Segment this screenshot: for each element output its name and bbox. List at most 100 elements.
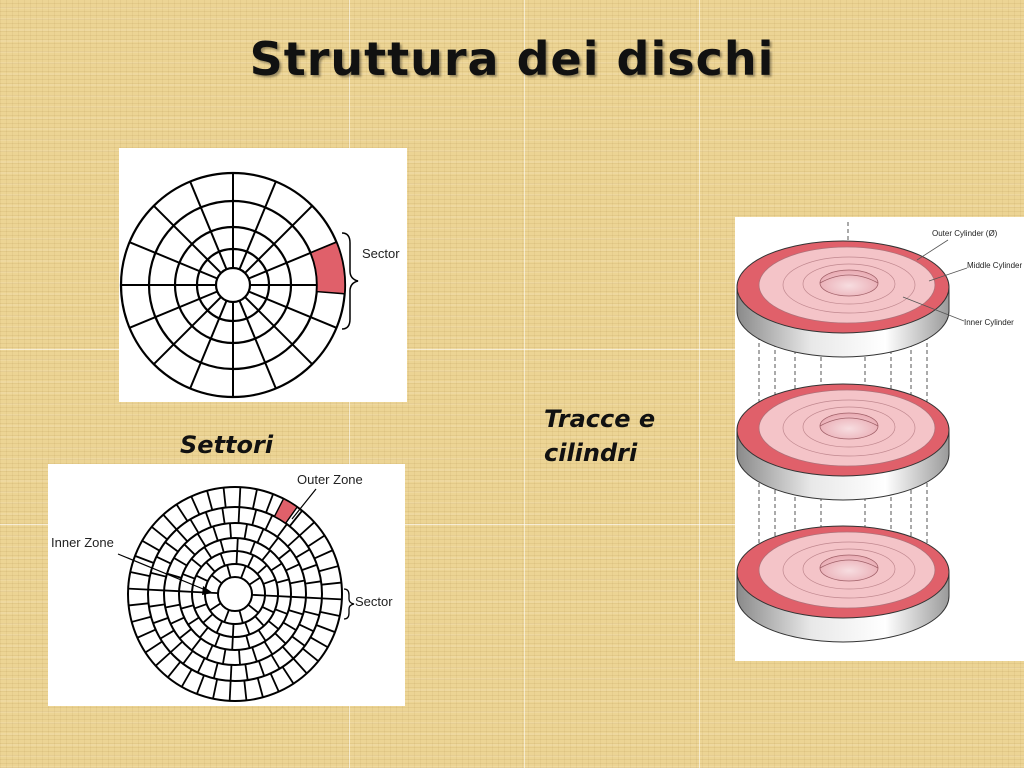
cylinders-diagram: Outer Cylinder (Ø) Middle Cylinder Inner… bbox=[735, 217, 1024, 661]
zone-sector-spoke bbox=[148, 588, 165, 592]
outer-zone-label: Outer Zone bbox=[297, 472, 363, 487]
zone-sector-brace bbox=[343, 588, 355, 620]
zone-sector-spoke bbox=[243, 680, 248, 701]
zone-sector-spoke bbox=[134, 555, 155, 564]
zone-sector-spoke bbox=[248, 576, 261, 586]
sectors-disk-svg: Sector bbox=[119, 171, 400, 399]
sector-spoke bbox=[238, 300, 277, 389]
outer-zone-sector bbox=[273, 497, 299, 525]
middle-track-ring bbox=[782, 399, 916, 457]
zone-sector-spoke bbox=[292, 657, 308, 674]
zone-sector-spoke bbox=[314, 549, 334, 560]
sector-brace bbox=[341, 232, 359, 330]
zone-sector-spoke bbox=[274, 608, 288, 615]
zone-sector-spoke bbox=[315, 624, 336, 633]
zone-sector-spoke bbox=[196, 533, 207, 547]
zone-sector-spoke bbox=[288, 510, 303, 527]
spindle-hole-rim bbox=[819, 274, 879, 284]
zone-sector-spoke bbox=[215, 620, 223, 634]
inner-track-ring bbox=[802, 406, 896, 448]
zone-sector-spoke bbox=[191, 637, 202, 651]
zone-sector-spoke bbox=[262, 578, 276, 585]
zone-sector-spoke bbox=[269, 673, 280, 693]
platter bbox=[736, 240, 950, 358]
zone-sector-spoke bbox=[190, 558, 203, 568]
zone-sector-spoke bbox=[285, 563, 300, 572]
zone-sector-spoke bbox=[238, 487, 242, 508]
inner-zone-arrow bbox=[202, 586, 213, 595]
sector-spoke bbox=[244, 296, 313, 365]
zone-sector-spoke bbox=[251, 593, 266, 597]
zone-sector-spoke bbox=[261, 606, 275, 614]
zone-sector-spoke bbox=[247, 603, 259, 614]
zone-sector-spoke bbox=[256, 677, 264, 698]
zone-sector-spoke bbox=[166, 572, 182, 579]
zone-sector-spoke bbox=[281, 646, 295, 660]
zone-sector-spoke bbox=[128, 587, 149, 591]
zone-sector-spoke bbox=[205, 561, 216, 573]
middle-cylinder-leader bbox=[928, 267, 968, 282]
zone-sector-spoke bbox=[298, 521, 315, 537]
grid-line bbox=[699, 0, 700, 768]
zone-sector-spoke bbox=[249, 541, 256, 555]
zone-sector-spoke bbox=[128, 602, 149, 607]
zone-sector-spoke bbox=[263, 641, 274, 655]
zone-sector-spoke bbox=[203, 546, 213, 559]
zone-sector-spoke bbox=[211, 574, 223, 585]
spindle-hole bbox=[819, 554, 879, 582]
zone-sector-spoke bbox=[175, 528, 189, 542]
zone-sector-spoke bbox=[155, 651, 172, 667]
zone-sector-spoke bbox=[318, 565, 339, 573]
zones-disk-svg: Outer Zone Inner Zone Sector bbox=[51, 472, 393, 702]
zone-sector-spoke bbox=[212, 662, 219, 679]
zone-sector-spoke bbox=[237, 507, 241, 524]
cylinders-svg: Outer Cylinder (Ø) Middle Cylinder Inner… bbox=[736, 222, 1022, 643]
zone-sector-spoke bbox=[301, 563, 318, 571]
zone-sector-spoke bbox=[189, 518, 200, 534]
zone-sector-spoke bbox=[205, 644, 214, 660]
zone-sector-spoke bbox=[251, 509, 258, 526]
sector-spoke bbox=[238, 181, 277, 270]
page-title: Struttura dei dischi bbox=[249, 32, 775, 86]
sectors-diagram: Sector bbox=[119, 148, 407, 402]
caption-tracks-line2: cilindri bbox=[544, 439, 638, 467]
zone-sector-spoke bbox=[244, 664, 249, 681]
zone-sector-spoke bbox=[305, 596, 322, 600]
sector-spoke bbox=[189, 300, 228, 389]
zone-sector-spoke bbox=[195, 574, 209, 582]
zone-sector-spoke bbox=[268, 537, 279, 551]
zone-sector-spoke bbox=[204, 511, 212, 528]
sector-spoke bbox=[189, 181, 228, 270]
zone-sector-spoke bbox=[289, 579, 305, 585]
zone-sector-spoke bbox=[180, 668, 193, 688]
zone-sector-spoke bbox=[148, 603, 165, 608]
zone-sector-spoke bbox=[167, 661, 182, 678]
zone-sector-spoke bbox=[151, 526, 168, 541]
zone-sector-spoke bbox=[305, 580, 322, 585]
zone-sector-spoke bbox=[265, 493, 274, 514]
zone-sector-spoke bbox=[309, 636, 329, 649]
zone-sector-spoke bbox=[162, 514, 178, 531]
zone-sector-spoke bbox=[287, 534, 301, 548]
zone-sector-spoke bbox=[276, 523, 288, 538]
zone-sector-spoke bbox=[179, 590, 193, 593]
zone-sector-spoke bbox=[267, 620, 280, 630]
zone-sector-spoke bbox=[182, 650, 194, 665]
inner-cylinder-leader bbox=[902, 296, 965, 322]
zone-sector-spoke bbox=[187, 616, 200, 626]
sector-spoke bbox=[153, 296, 222, 365]
zone-sector-spoke bbox=[256, 564, 268, 575]
zone-sector-spoke bbox=[144, 640, 163, 654]
zone-sector-spoke bbox=[288, 609, 304, 616]
zones-diagram: Outer Zone Inner Zone Sector bbox=[48, 464, 405, 706]
zone-sector-spoke bbox=[258, 660, 266, 677]
zone-sector-spoke bbox=[169, 640, 183, 654]
caption-tracks: Tracce e cilindri bbox=[544, 402, 655, 470]
zone-sector-spoke bbox=[295, 548, 311, 559]
grid-line bbox=[0, 349, 1024, 350]
sector-spoke bbox=[129, 290, 218, 329]
zone-sector-spoke bbox=[276, 578, 290, 584]
zone-sector-spoke bbox=[199, 626, 209, 639]
zone-sector-spoke bbox=[291, 635, 306, 647]
zone-sector-spoke bbox=[264, 594, 278, 598]
